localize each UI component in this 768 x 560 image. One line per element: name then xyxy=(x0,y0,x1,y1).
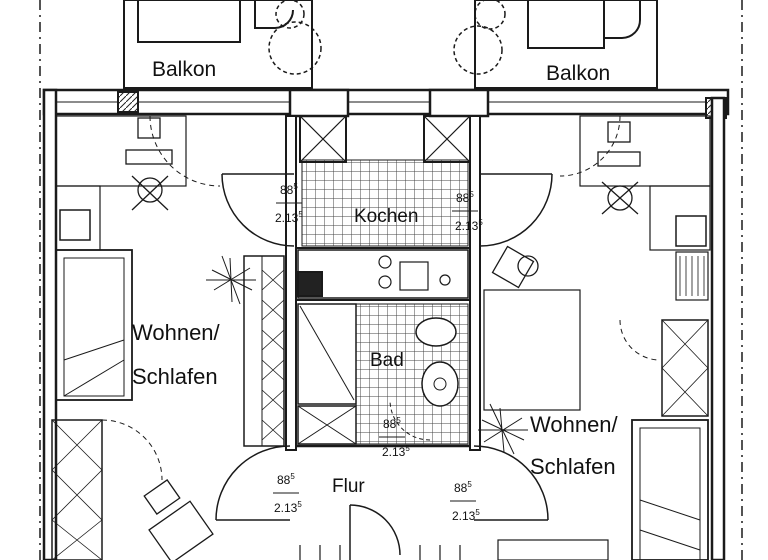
balcony-table-right xyxy=(527,0,605,49)
desk-right xyxy=(579,115,711,187)
pillar-kitchen-left xyxy=(288,88,350,118)
door-dim-kitchen-left: 885 2.135 xyxy=(275,182,303,225)
kitchen-sink xyxy=(399,261,429,291)
plant-right xyxy=(478,403,528,455)
svg-text:2.135: 2.135 xyxy=(274,500,302,515)
balcony-chair-left xyxy=(254,0,294,29)
plant-left xyxy=(206,255,256,305)
nightstand-left xyxy=(59,209,91,241)
kitchen-window-left xyxy=(299,115,347,163)
wall-left xyxy=(42,88,58,560)
nightstand-right xyxy=(675,215,707,247)
room-label-kochen: Kochen xyxy=(354,206,418,227)
wardrobe-left xyxy=(243,255,285,447)
svg-text:885: 885 xyxy=(383,416,401,431)
room-label-bad: Bad xyxy=(370,350,404,371)
svg-text:2.135: 2.135 xyxy=(275,210,303,225)
room-label-wohnen-right: Wohnen/ xyxy=(530,412,619,437)
bed-right xyxy=(631,419,709,560)
svg-text:2.135: 2.135 xyxy=(452,508,480,523)
door-swing-kitchen-right xyxy=(479,173,553,247)
toilet xyxy=(415,317,457,347)
door-swing-flur-left xyxy=(215,445,291,521)
wall-partition-left xyxy=(285,115,297,451)
bathroom-cabinet xyxy=(297,405,357,445)
room-label-balkon-right: Balkon xyxy=(546,62,610,85)
balcony-table-left xyxy=(137,0,241,43)
staircase xyxy=(299,545,461,560)
svg-text:885: 885 xyxy=(454,480,472,495)
washbasin xyxy=(421,361,459,407)
wall-right xyxy=(710,96,726,560)
door-swing-entrance xyxy=(349,504,401,556)
kitchen-floor xyxy=(301,159,469,247)
svg-text:2.135: 2.135 xyxy=(382,444,410,459)
svg-text:885: 885 xyxy=(456,190,474,205)
room-label-schlafen-right: Schlafen xyxy=(530,454,616,479)
armchair-right xyxy=(491,245,539,289)
room-label-schlafen-left: Schlafen xyxy=(132,364,218,389)
balcony-chair-right xyxy=(603,0,641,39)
wall-partition-right xyxy=(469,115,481,451)
table-right xyxy=(483,289,581,411)
kitchen-stove xyxy=(297,271,323,297)
bathroom-shower xyxy=(297,303,357,405)
svg-text:885: 885 xyxy=(280,182,298,197)
wardrobe-left-bottom xyxy=(51,419,103,560)
kitchen-counter xyxy=(297,249,469,299)
sideboard-bottom-right xyxy=(497,539,609,560)
kitchen-window-right xyxy=(423,115,471,163)
pillar-kitchen-right xyxy=(428,88,490,118)
chair-person-right xyxy=(597,121,641,215)
chimney-left xyxy=(117,91,139,113)
svg-text:885: 885 xyxy=(277,472,295,487)
shelf-left-top xyxy=(55,185,101,251)
door-swing-flur-right xyxy=(473,445,549,521)
door-dim-kitchen-right: 885 2.135 xyxy=(452,190,483,233)
radiator-right xyxy=(675,251,709,301)
tree-left xyxy=(268,0,322,75)
tree-right xyxy=(453,0,506,75)
room-label-flur: Flur xyxy=(332,476,365,497)
door-swing-kitchen-left xyxy=(221,173,295,247)
door-dim-flur-left: 885 2.135 xyxy=(273,472,302,515)
door-swing-bath xyxy=(389,399,431,441)
desk-left xyxy=(55,115,187,187)
door-dim-bath: 885 2.135 xyxy=(379,416,410,459)
svg-text:2.135: 2.135 xyxy=(455,218,483,233)
shelf-right-top xyxy=(649,185,711,251)
chair-person-left xyxy=(125,117,173,211)
armchair-left xyxy=(143,479,214,560)
door-dim-flur-right: 885 2.135 xyxy=(450,480,480,523)
room-label-wohnen-left: Wohnen/ xyxy=(132,320,221,345)
wardrobe-right xyxy=(661,319,709,417)
room-label-balkon-left: Balkon xyxy=(152,58,216,81)
